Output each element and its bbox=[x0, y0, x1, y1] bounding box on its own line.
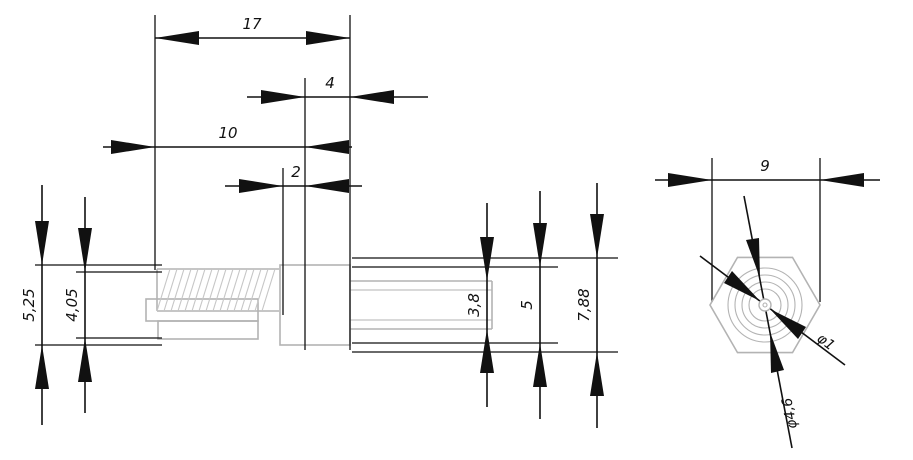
arrowhead bbox=[746, 238, 760, 278]
dim-5-label: 5 bbox=[518, 300, 536, 310]
dim-17: 17 bbox=[155, 15, 350, 45]
arrowhead bbox=[78, 228, 92, 272]
dim-10-label: 10 bbox=[218, 124, 237, 142]
hexagon-outline bbox=[709, 256, 821, 354]
thread-hatch-line bbox=[219, 268, 234, 312]
center-hole bbox=[758, 298, 772, 312]
thread-hatch-line bbox=[212, 268, 227, 312]
dim-4-05: 4,05 bbox=[63, 197, 92, 413]
hole-center-mark bbox=[762, 302, 768, 308]
arrowhead bbox=[35, 221, 49, 265]
thread-hatch-line bbox=[170, 268, 185, 312]
arrowhead bbox=[480, 237, 494, 281]
arrowhead bbox=[239, 179, 283, 193]
end-view-part bbox=[709, 256, 821, 354]
dim-4: 4 bbox=[247, 74, 428, 104]
body-outline bbox=[279, 264, 351, 346]
bracket-lower-outline bbox=[157, 320, 259, 340]
arrowhead bbox=[480, 329, 494, 373]
arrowhead bbox=[590, 214, 604, 258]
thread-hatch-line bbox=[163, 268, 178, 312]
dim-9-label: 9 bbox=[760, 157, 770, 175]
thread-circle bbox=[727, 267, 803, 343]
thread-hatch-line bbox=[261, 268, 276, 312]
thread-hatch-line bbox=[233, 268, 248, 312]
arrowhead bbox=[35, 345, 49, 389]
front-view-part bbox=[145, 264, 493, 346]
arrowhead bbox=[668, 173, 712, 187]
arrowhead bbox=[770, 332, 784, 373]
thread-hatch-line bbox=[205, 268, 220, 312]
arrowhead bbox=[350, 90, 394, 104]
dim-4-label: 4 bbox=[325, 74, 335, 92]
dim-9: 9 bbox=[655, 157, 880, 187]
thread-hatch-line bbox=[156, 268, 171, 312]
thread-circle bbox=[734, 274, 796, 336]
thread-hatch-line bbox=[254, 268, 269, 312]
thread-hatch-line bbox=[240, 268, 255, 312]
dim-2-label: 2 bbox=[291, 163, 301, 181]
arrowhead bbox=[305, 179, 349, 193]
dim-3-8: 3,8 bbox=[465, 203, 494, 407]
dim-5: 5 bbox=[518, 191, 547, 419]
dia-phi1-label: φ1 bbox=[814, 330, 838, 354]
arrowhead bbox=[770, 309, 806, 339]
arrowhead bbox=[533, 343, 547, 387]
arrowhead bbox=[306, 31, 350, 45]
thread-circle bbox=[741, 281, 789, 329]
thread-hatch-line bbox=[226, 268, 241, 312]
extension-lines bbox=[35, 15, 821, 353]
arrowhead bbox=[305, 140, 349, 154]
thread-hatch-line bbox=[184, 268, 199, 312]
arrowhead bbox=[820, 173, 864, 187]
dia-phi46-leader-line bbox=[743, 195, 793, 449]
arrowhead bbox=[78, 338, 92, 382]
arrowhead bbox=[261, 90, 305, 104]
thread-hatch-line bbox=[247, 268, 262, 312]
thread-hatch-line bbox=[177, 268, 192, 312]
thread-hatch bbox=[156, 268, 276, 312]
dia-phi46-label: φ4,6 bbox=[779, 396, 801, 430]
dim-5-25-label: 5,25 bbox=[20, 288, 38, 321]
arrowhead bbox=[724, 271, 760, 301]
dia-arrows-labels: φ1 φ4,6 bbox=[724, 238, 838, 430]
thread-circle bbox=[748, 288, 782, 322]
dim-7-88-label: 7,88 bbox=[575, 288, 593, 321]
dia-leaders bbox=[699, 195, 846, 449]
dim-4-05-label: 4,05 bbox=[63, 288, 81, 321]
dim-3-8-label: 3,8 bbox=[465, 293, 483, 317]
dim-17-label: 17 bbox=[242, 15, 262, 33]
arrowhead bbox=[533, 223, 547, 267]
hole-circle bbox=[758, 298, 772, 312]
dim-2: 2 bbox=[225, 163, 362, 193]
arrowhead bbox=[590, 352, 604, 396]
thread-hatch-line bbox=[191, 268, 206, 312]
dim-10: 10 bbox=[103, 124, 352, 154]
dim-5-25: 5,25 bbox=[20, 185, 49, 425]
arrowhead bbox=[155, 31, 199, 45]
arrowhead bbox=[111, 140, 155, 154]
thread-hatch-line bbox=[198, 268, 213, 312]
dim-7-88: 7,88 bbox=[575, 183, 604, 428]
